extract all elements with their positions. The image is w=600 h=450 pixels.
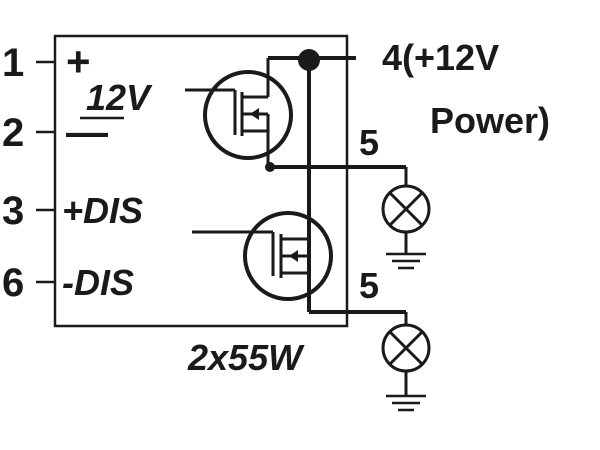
pin-1-label: + — [66, 38, 91, 85]
lamp-1-icon — [381, 184, 431, 254]
pin-6-number: 6 — [2, 261, 24, 305]
supply-label: 12V — [86, 77, 153, 118]
output-2-label: 5 — [359, 265, 379, 306]
mosfet-1-icon — [185, 58, 293, 168]
pin-3-label: +DIS — [62, 190, 143, 231]
mosfet-2-icon — [192, 211, 333, 301]
pin-2-number: 2 — [2, 111, 24, 155]
output-1-label: 5 — [359, 122, 379, 163]
pin-3-number: 3 — [2, 189, 24, 233]
module-box — [53, 34, 349, 328]
pin-2-label: — — [66, 108, 108, 155]
module-rating-label: 2x55W — [187, 337, 305, 378]
lamp-2-icon — [381, 323, 431, 396]
ground-2-icon — [386, 394, 426, 412]
power-pin-label-line1: 4(+12V — [382, 37, 499, 78]
power-pin-label-line2: Power) — [430, 100, 550, 141]
ground-1-icon — [386, 252, 426, 270]
pin-6-label: -DIS — [62, 262, 134, 303]
pin-1-number: 1 — [2, 41, 24, 85]
